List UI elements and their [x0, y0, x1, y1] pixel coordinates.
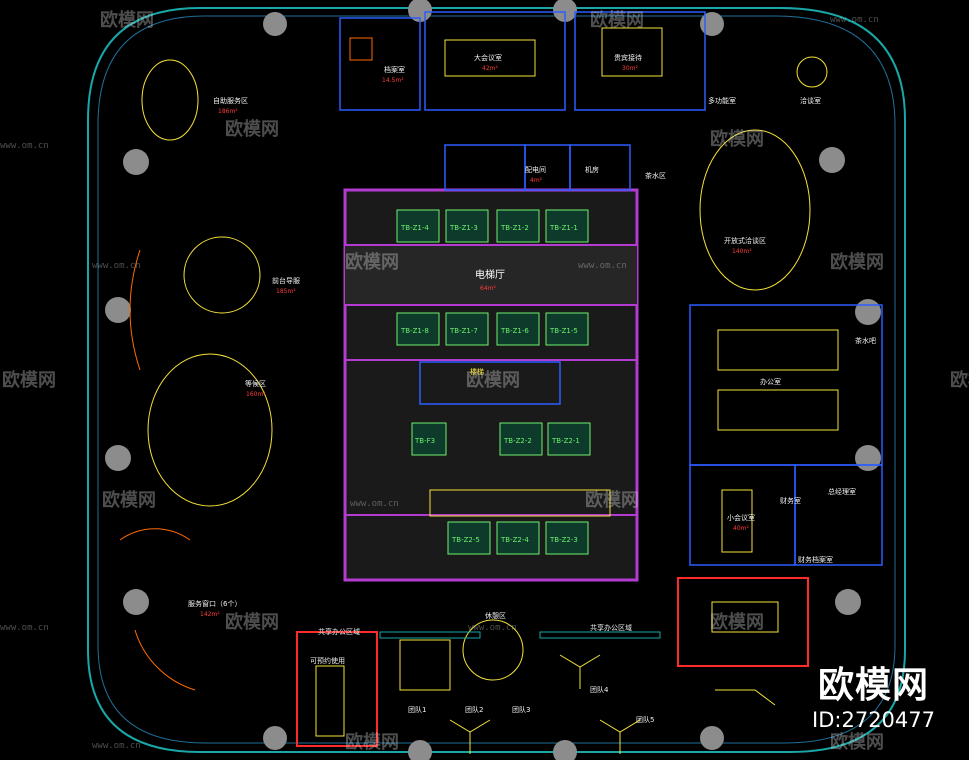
svg-text:TB-Z2-2: TB-Z2-2 — [503, 437, 532, 445]
outer-wall — [87, 7, 906, 753]
svg-text:142m²: 142m² — [200, 611, 220, 618]
label-front-desk: 前台导服 — [272, 276, 300, 285]
label-office: 办公室 — [760, 377, 781, 386]
label-guest-reception: 贵宾接待 — [614, 53, 642, 62]
large-meeting-table — [349, 27, 663, 77]
svg-text:欧模网: 欧模网 — [100, 9, 154, 31]
label-shared-office-left: 共享办公区域 — [318, 627, 360, 636]
svg-text:www.om.cn: www.om.cn — [92, 261, 141, 271]
label-large-meeting: 大会议室 — [474, 53, 502, 62]
svg-text:欧模网: 欧模网 — [585, 489, 639, 511]
svg-text:TB-Z2-3: TB-Z2-3 — [549, 536, 578, 544]
elevator-labels: TB-Z1-4 TB-Z1-3 TB-Z1-2 TB-Z1-1 TB-Z1-8 … — [400, 224, 580, 544]
elevator-cars — [396, 209, 591, 555]
label-rest-area: 休憩区 — [485, 611, 506, 620]
svg-text:欧模网: 欧模网 — [710, 128, 764, 150]
teal-plants — [129, 249, 661, 639]
bottom-meeting — [296, 577, 809, 747]
svg-text:42m²: 42m² — [482, 65, 498, 72]
svg-text:欧模网: 欧模网 — [225, 118, 279, 140]
svg-text:欧模网: 欧模网 — [345, 731, 399, 753]
label-stair: 楼梯 — [470, 367, 484, 376]
svg-text:www.om.cn: www.om.cn — [92, 741, 141, 751]
svg-text:欧模网: 欧模网 — [830, 251, 884, 273]
svg-text:www.om.cn: www.om.cn — [0, 141, 49, 151]
office-desks — [717, 329, 839, 553]
desk-labels: 团队1 团队2 团队3 团队4 团队5 — [408, 685, 654, 724]
svg-text:TB-Z1-2: TB-Z1-2 — [500, 224, 529, 232]
svg-text:欧模网: 欧模网 — [710, 611, 764, 633]
label-waiting: 等候区 — [245, 379, 266, 388]
label-archive: 档案室 — [384, 65, 405, 74]
svg-text:140m²: 140m² — [732, 248, 752, 255]
svg-text:TB-Z1-5: TB-Z1-5 — [549, 327, 578, 335]
room-labels: 自助服务区 186m² 前台导服 185m² 等候区 160m² 服务窗口（6个… — [188, 53, 876, 665]
label-shared-office-right: 共享办公区域 — [590, 623, 632, 632]
svg-text:TB-Z1-3: TB-Z1-3 — [449, 224, 478, 232]
svg-text:www.om.cn: www.om.cn — [578, 261, 627, 271]
svg-text:www.om.cn: www.om.cn — [830, 15, 879, 25]
svg-text:TB-Z2-5: TB-Z2-5 — [451, 536, 480, 544]
structural-columns — [105, 0, 881, 760]
svg-text:团队5: 团队5 — [636, 715, 654, 724]
label-tea-area: 茶水区 — [645, 171, 666, 180]
brand-name: 欧模网 — [818, 665, 930, 706]
lounge-furniture — [119, 56, 828, 754]
svg-text:欧模网: 欧模网 — [345, 251, 399, 273]
svg-text:欧模网: 欧模网 — [950, 369, 969, 391]
brand-id: ID:2720477 — [812, 708, 935, 732]
svg-text:4m²: 4m² — [530, 177, 543, 184]
svg-text:团队4: 团队4 — [590, 685, 609, 694]
label-small-meeting: 小会议室 — [727, 513, 755, 522]
label-coffee-bar: 茶水吧 — [855, 336, 876, 345]
svg-text:欧模网: 欧模网 — [466, 369, 520, 391]
svg-text:TB-Z1-1: TB-Z1-1 — [549, 224, 578, 232]
label-service-windows: 服务窗口（6个） — [188, 599, 241, 608]
label-machine-room: 机房 — [585, 165, 599, 174]
svg-text:186m²: 186m² — [218, 108, 238, 115]
label-finance-archive: 财务档案室 — [798, 555, 833, 564]
label-meeting-booking: 可预约使用 — [310, 656, 345, 665]
svg-text:64m²: 64m² — [480, 285, 496, 292]
svg-text:30m²: 30m² — [622, 65, 638, 72]
svg-text:www.om.cn: www.om.cn — [350, 499, 399, 509]
svg-text:TB-F3: TB-F3 — [414, 437, 435, 445]
svg-text:欧模网: 欧模网 — [590, 9, 644, 31]
svg-text:团队2: 团队2 — [465, 705, 483, 714]
svg-text:TB-Z1-7: TB-Z1-7 — [449, 327, 478, 335]
svg-text:TB-Z2-1: TB-Z2-1 — [551, 437, 580, 445]
label-power-room: 配电间 — [525, 165, 546, 174]
svg-text:14.5m²: 14.5m² — [382, 77, 404, 84]
svg-text:160m²: 160m² — [246, 391, 266, 398]
svg-text:欧模网: 欧模网 — [830, 731, 884, 753]
svg-text:40m²: 40m² — [733, 525, 749, 532]
svg-text:欧模网: 欧模网 — [2, 369, 56, 391]
svg-text:团队3: 团队3 — [512, 705, 530, 714]
svg-text:www.om.cn: www.om.cn — [468, 623, 517, 633]
top-rooms — [339, 11, 706, 191]
central-core — [343, 188, 639, 582]
label-manager: 总经理室 — [828, 487, 856, 496]
brand-stamp: 欧模网 ID:2720477 — [812, 656, 935, 732]
svg-text:TB-Z1-6: TB-Z1-6 — [500, 327, 529, 335]
svg-text:欧模网: 欧模网 — [102, 489, 156, 511]
label-elevator-hall: 电梯厅 — [475, 268, 505, 281]
watermark: 欧模网 欧模网 www.om.cn 欧模网 欧模网 www.om.cn 欧模网 … — [0, 9, 969, 753]
svg-text:TB-Z2-4: TB-Z2-4 — [500, 536, 529, 544]
svg-text:欧模网: 欧模网 — [225, 611, 279, 633]
svg-text:TB-Z1-8: TB-Z1-8 — [400, 327, 429, 335]
office-block — [689, 304, 883, 566]
svg-text:TB-Z1-4: TB-Z1-4 — [400, 224, 429, 232]
label-multi-function: 多功能室 — [708, 96, 736, 105]
svg-text:团队1: 团队1 — [408, 705, 426, 714]
svg-text:185m²: 185m² — [276, 288, 296, 295]
label-negotiation: 洽谈室 — [800, 96, 821, 105]
label-open-negotiation: 开放式洽谈区 — [724, 236, 766, 245]
svg-text:www.om.cn: www.om.cn — [0, 623, 49, 633]
label-self-service: 自助服务区 — [213, 96, 248, 105]
label-finance: 财务室 — [780, 496, 801, 505]
